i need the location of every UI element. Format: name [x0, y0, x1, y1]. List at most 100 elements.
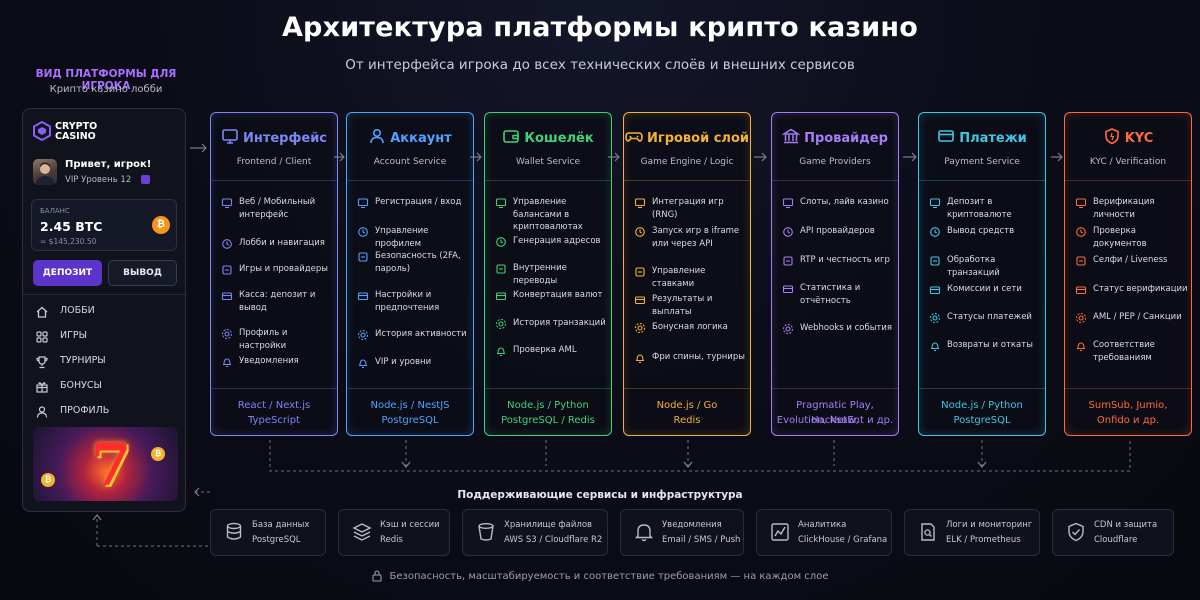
layer-header: Интерфейс: [211, 127, 337, 147]
layer-item-label: Возвраты и откаты: [947, 340, 1033, 350]
nav-item-label: ИГРЫ: [60, 330, 88, 341]
shield-check-icon: [1068, 522, 1084, 542]
balance-amount: 2.45 BTC: [40, 219, 103, 234]
tech-stack-line: Redis: [673, 415, 701, 426]
item-bullet-icon: [635, 267, 645, 277]
bank-icon: [781, 128, 801, 144]
nav-item-tournaments[interactable]: ТУРНИРЫ: [35, 353, 175, 371]
service-tech: ELK / Prometheus: [946, 535, 1021, 545]
layers-icon: [352, 523, 372, 541]
layer-item-label: Слоты, лайв казино: [800, 197, 889, 207]
trophy-icon: [36, 356, 48, 369]
service-name: Хранилище файлов: [504, 520, 593, 530]
avatar[interactable]: [33, 159, 57, 185]
bucket-icon: [478, 523, 494, 541]
vip-badge-icon: [141, 175, 150, 184]
item-bullet-icon: [635, 323, 645, 333]
layer-item-label: Управление профилем: [375, 226, 429, 249]
item-bullet-icon: [357, 292, 369, 301]
layer-item-label: Соответствие требованиям: [1093, 340, 1155, 363]
item-bullet-icon: [497, 347, 505, 357]
item-bullet-icon: [222, 265, 232, 275]
layer-item-label: Лобби и навигация: [239, 238, 325, 248]
service-tech: PostgreSQL: [252, 535, 301, 545]
bell-icon: [634, 524, 654, 542]
item-bullet-icon: [1076, 227, 1086, 237]
layer-item-label: Настройки и предпочтения: [375, 290, 440, 313]
layer-divider: [347, 388, 473, 389]
layer-tech-stack: SumSub, Jumio, Onfido и др.: [1065, 398, 1191, 428]
item-bullet-icon: [930, 227, 940, 237]
layer-title: KYC: [1124, 130, 1154, 146]
nav-item-profile[interactable]: ПРОФИЛЬ: [35, 403, 175, 421]
support-section-title: Поддерживающие сервисы и инфраструктура: [457, 489, 743, 501]
layer-title: Интерфейс: [242, 130, 328, 146]
player-caption-title: ВИД ПЛАТФОРМЫ ДЛЯ ИГРОКА: [35, 68, 177, 92]
item-bullet-icon: [358, 227, 368, 237]
service-name: База данных: [252, 520, 310, 530]
item-bullet-icon: [357, 198, 369, 209]
footer-note: Безопасность, масштабируемость и соответ…: [0, 570, 1200, 582]
layer-item-label: Webhooks и события: [800, 323, 893, 333]
user-icon: [370, 128, 385, 144]
layer-item-label: Игры и провайдеры: [239, 264, 328, 274]
tech-stack-line: SumSub, Jumio,: [1088, 400, 1168, 411]
layer-header: Игровой слой: [624, 127, 750, 147]
tech-stack-line: Node.js / Python: [507, 400, 589, 411]
layer-tech-stack: Pragmatic Play, Hacksaw,Evolution, NetEn…: [772, 398, 898, 428]
deposit-button[interactable]: ДЕПОЗИТ: [33, 260, 102, 286]
tech-stack-line: Onfido и др.: [1096, 415, 1160, 426]
footer-text: Безопасность, масштабируемость и соответ…: [389, 571, 829, 582]
layer-item-label: История транзакций: [513, 318, 606, 328]
tech-stack-line: Node.js / NestJS: [370, 400, 450, 411]
item-bullet-icon: [223, 358, 231, 368]
panel-divider: [23, 294, 187, 295]
nav-item-games[interactable]: ИГРЫ: [35, 328, 175, 346]
layer-item-label: Интеграция игр (RNG): [652, 197, 724, 220]
casino-logo[interactable]: CRYPTO CASINO: [33, 121, 183, 145]
layer-item-label: AML / PEP / Санкции: [1093, 312, 1182, 322]
layer-title: Игровой слой: [647, 130, 749, 146]
vip-level: VIP Уровень 12: [65, 175, 132, 185]
layer-subtitle: Payment Service: [944, 157, 1020, 167]
layer-item-label: RTP и честность игр: [800, 255, 890, 265]
item-bullet-icon: [1075, 286, 1087, 295]
page-title: Архитектура платформы крипто казино: [281, 12, 919, 43]
withdraw-button[interactable]: ВЫВОД: [108, 260, 177, 286]
nav-item-label: БОНУСЫ: [60, 380, 102, 391]
wallet-icon: [503, 130, 520, 143]
lock-icon: [371, 570, 382, 582]
item-bullet-icon: [634, 296, 646, 305]
layer-item-label: Результаты и выплаты: [652, 294, 713, 317]
card-icon: [938, 130, 955, 142]
layer-divider: [624, 388, 750, 389]
log-search-icon: [921, 523, 935, 541]
nav-item-bonuses[interactable]: БОНУСЫ: [35, 378, 175, 396]
item-bullet-icon: [929, 198, 941, 209]
layer-item-label: Профиль и настройки: [239, 328, 288, 351]
service-tech: Email / SMS / Push: [662, 535, 741, 545]
layer-divider: [772, 180, 898, 181]
item-bullet-icon: [1075, 198, 1087, 209]
tech-stack-line: PostgreSQL: [953, 415, 1011, 426]
nav-item-lobby[interactable]: ЛОББИ: [35, 303, 175, 321]
layer-title: Провайдер: [804, 130, 888, 146]
tech-stack-line: Evolution, NetEnt и др.: [776, 415, 894, 426]
promo-banner[interactable]: ₿ ₿ 7: [33, 427, 178, 501]
item-bullet-icon: [1076, 256, 1086, 266]
